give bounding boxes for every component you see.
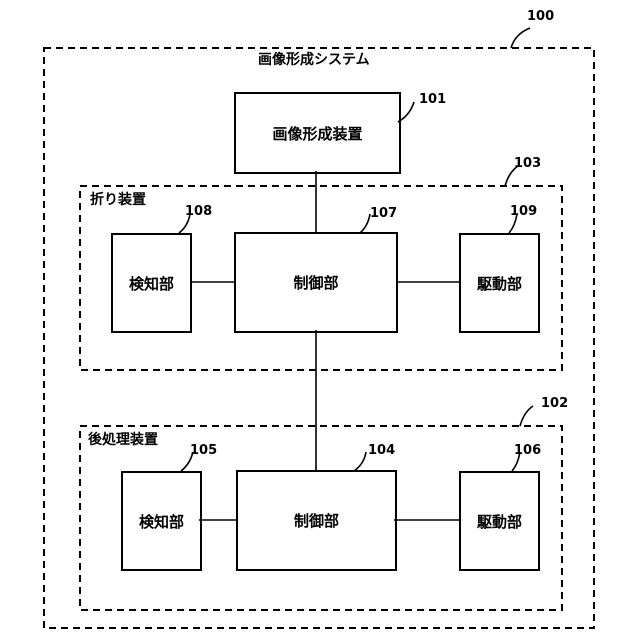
post-controller-box: 制御部 (236, 470, 397, 571)
post-driver-box: 駆動部 (459, 471, 540, 571)
leader-102 (520, 406, 533, 426)
post-processing-ref: 102 (541, 397, 568, 411)
post-detector-label: 検知部 (139, 511, 184, 532)
folding-driver-ref: 109 (510, 205, 537, 219)
post-controller-label: 制御部 (294, 510, 339, 531)
leader-100 (511, 28, 530, 48)
system-title: 画像形成システム (258, 52, 370, 68)
folding-controller-label: 制御部 (293, 272, 338, 293)
image-forming-device-ref: 101 (419, 93, 446, 107)
post-controller-ref: 104 (368, 444, 395, 458)
image-forming-device-box: 画像形成装置 (234, 92, 401, 174)
folding-detector-box: 検知部 (111, 233, 192, 333)
image-forming-device-label: 画像形成装置 (272, 123, 362, 144)
system-ref: 100 (527, 10, 554, 24)
leader-104 (354, 452, 366, 471)
folding-detector-ref: 108 (185, 205, 212, 219)
folding-device-label: 折り装置 (90, 192, 146, 208)
folding-driver-box: 駆動部 (459, 233, 540, 333)
post-detector-ref: 105 (190, 444, 217, 458)
leader-107 (360, 214, 370, 233)
post-driver-ref: 106 (514, 444, 541, 458)
folding-device-ref: 103 (514, 157, 541, 171)
folding-controller-ref: 107 (370, 207, 397, 221)
post-detector-box: 検知部 (121, 471, 202, 571)
post-processing-label: 後処理装置 (88, 432, 158, 448)
folding-detector-label: 検知部 (129, 273, 174, 294)
folding-controller-box: 制御部 (234, 232, 398, 333)
folding-driver-label: 駆動部 (477, 273, 522, 294)
post-driver-label: 駆動部 (477, 511, 522, 532)
